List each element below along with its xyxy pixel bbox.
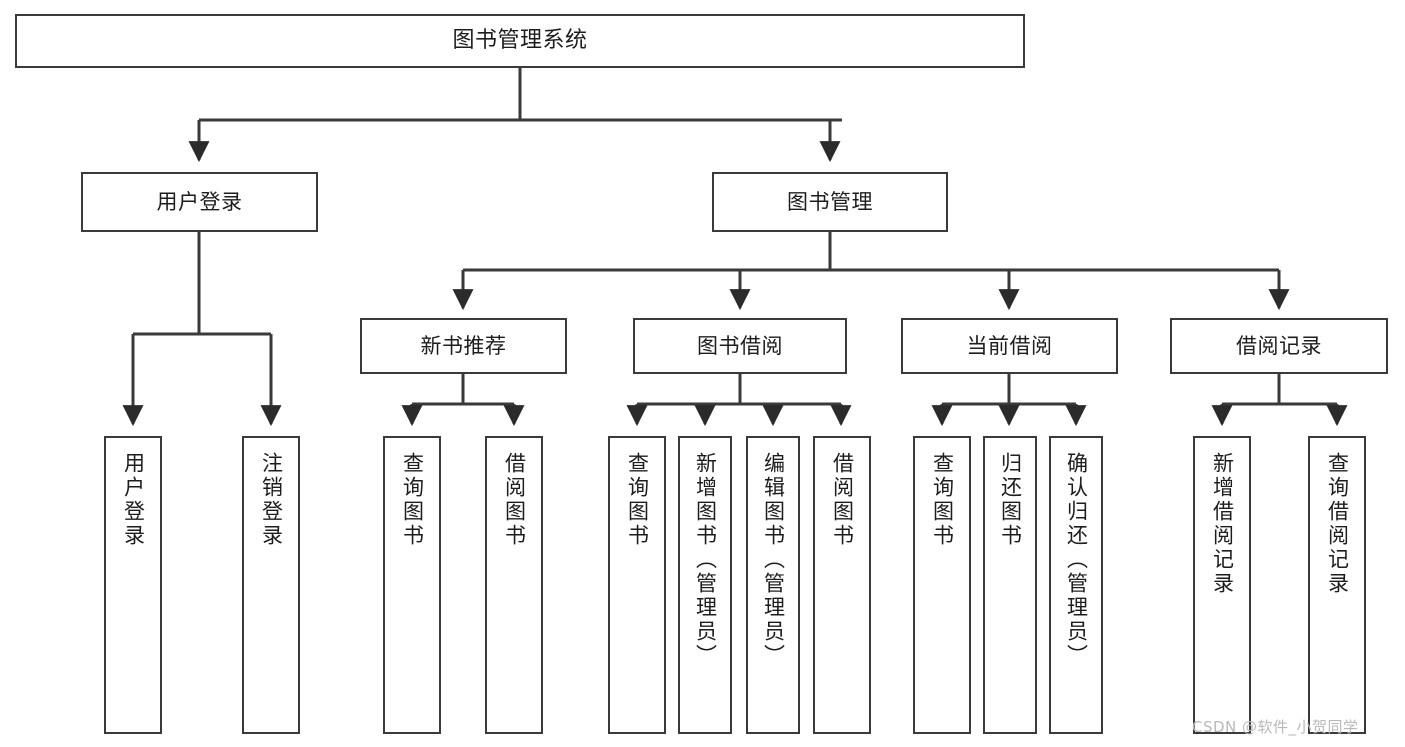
node-leaf-confirm-return[interactable]: 确认归还（管理员） [1049,436,1103,734]
node-root-system[interactable]: 图书管理系统 [15,14,1025,68]
node-label: 借阅图书 [502,452,527,548]
node-label: 编辑图书（管理员） [761,452,786,668]
node-label: 新增借阅记录 [1210,452,1235,596]
node-label: 注销登录 [259,452,284,548]
node-label: 新书推荐 [420,333,507,358]
node-label: 借阅记录 [1236,333,1322,358]
node-leaf-add-record[interactable]: 新增借阅记录 [1193,436,1251,734]
node-label: 用户登录 [156,189,243,214]
node-leaf-add-book[interactable]: 新增图书（管理员） [678,436,732,734]
csdn-watermark: CSDN @软件_小贺同学 [1192,718,1359,736]
node-label: 查询图书 [625,452,650,548]
node-borrow-record[interactable]: 借阅记录 [1170,318,1388,374]
node-leaf-query-record[interactable]: 查询借阅记录 [1308,436,1366,734]
node-leaf-borrow-book-2[interactable]: 借阅图书 [813,436,871,734]
node-label: 用户登录 [121,452,146,548]
node-leaf-logout-login[interactable]: 注销登录 [242,436,300,734]
node-label: 图书借阅 [697,333,783,358]
node-label: 图书管理 [787,189,873,214]
node-leaf-query-book-3[interactable]: 查询图书 [913,436,971,734]
node-label: 当前借阅 [966,333,1053,358]
node-label: 借阅图书 [830,452,855,548]
node-user-login[interactable]: 用户登录 [81,172,318,232]
node-leaf-user-login[interactable]: 用户登录 [104,436,162,734]
node-new-book-recommend[interactable]: 新书推荐 [360,318,567,374]
node-leaf-edit-book[interactable]: 编辑图书（管理员） [746,436,800,734]
node-leaf-query-book-2[interactable]: 查询图书 [608,436,666,734]
node-book-borrow[interactable]: 图书借阅 [633,318,847,374]
node-label: 查询借阅记录 [1325,452,1350,596]
node-label: 确认归还（管理员） [1064,452,1089,668]
node-leaf-return-book[interactable]: 归还图书 [983,436,1037,734]
node-leaf-borrow-book-1[interactable]: 借阅图书 [485,436,543,734]
node-current-borrow[interactable]: 当前借阅 [901,318,1118,374]
node-label: 归还图书 [998,452,1023,548]
node-label: 查询图书 [930,452,955,548]
node-leaf-query-book-1[interactable]: 查询图书 [383,436,441,734]
node-label: 图书管理系统 [452,28,588,54]
node-label: 新增图书（管理员） [693,452,718,668]
node-book-management[interactable]: 图书管理 [712,172,948,232]
node-label: 查询图书 [400,452,425,548]
